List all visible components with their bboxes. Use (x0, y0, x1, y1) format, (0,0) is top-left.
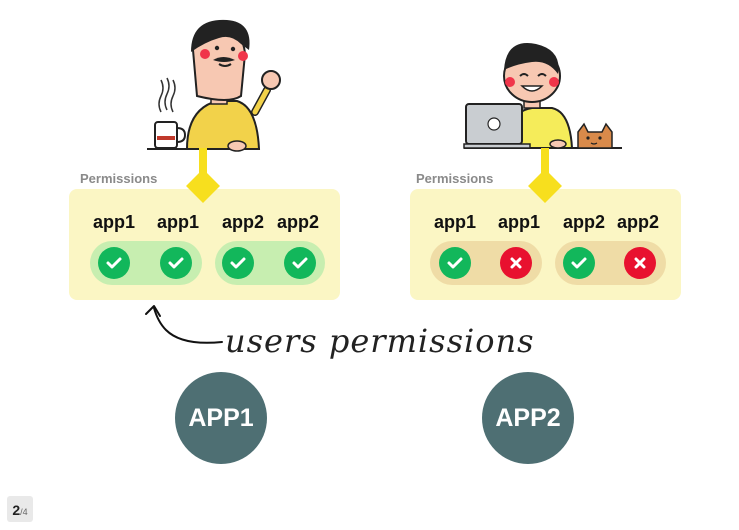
current-slide: 2 (12, 502, 21, 518)
app-label: app1 (433, 212, 476, 232)
check-icon (222, 247, 254, 279)
slide-counter: 2 /4 (7, 496, 33, 522)
check-icon (98, 247, 130, 279)
developer-illustration-left (147, 19, 281, 152)
app1-label: APP1 (188, 403, 254, 432)
total-slides: /4 (20, 507, 28, 517)
app-label: app2 (221, 212, 264, 232)
permissions-label-right: Permissions (416, 171, 494, 186)
connector-line-left (199, 148, 207, 178)
cross-icon (624, 247, 656, 279)
check-icon (284, 247, 316, 279)
app-label: app1 (497, 212, 540, 232)
app2-label: APP2 (495, 403, 561, 432)
app-label: app1 (92, 212, 135, 232)
app2-node: APP2 (482, 372, 574, 464)
annotation-text: users permissions (225, 322, 535, 360)
check-icon (563, 247, 595, 279)
app1-node: APP1 (175, 372, 267, 464)
app-label: app1 (156, 212, 199, 232)
curved-arrow-icon (145, 305, 223, 344)
app-label: app2 (562, 212, 605, 232)
app-label: app2 (616, 212, 659, 232)
permissions-label-left: Permissions (80, 171, 158, 186)
developer-illustration-right (463, 43, 622, 149)
check-icon (160, 247, 192, 279)
connector-line-right (541, 148, 549, 178)
cross-icon (500, 247, 532, 279)
app-label: app2 (276, 212, 319, 232)
check-icon (439, 247, 471, 279)
